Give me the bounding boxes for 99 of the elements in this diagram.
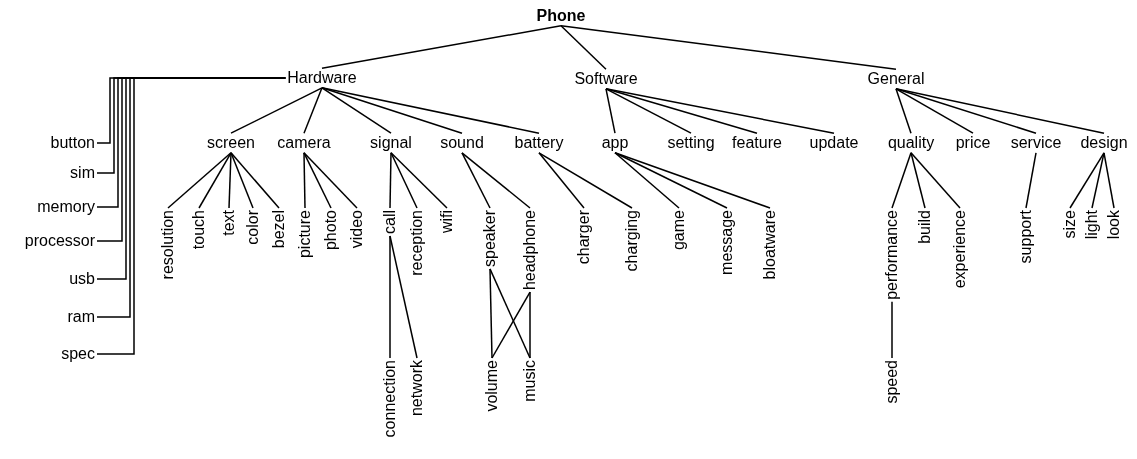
node-label: photo [321, 208, 341, 253]
connector-line [321, 87, 540, 134]
connector-line [614, 152, 680, 209]
node-label: design [1078, 133, 1130, 153]
node-label: speed [882, 358, 902, 406]
connector-line [303, 152, 332, 209]
node-label: wifi [437, 208, 457, 236]
connector-line [1091, 152, 1105, 209]
node-label: camera [275, 133, 333, 153]
node-label: feature [730, 133, 784, 153]
node-label: color [243, 208, 263, 247]
connector-line [614, 152, 728, 209]
node-label: update [807, 133, 861, 153]
connector-line [614, 152, 771, 209]
connector-line [389, 152, 392, 209]
node-label: text [219, 208, 239, 238]
node-label: General [865, 69, 927, 89]
node-label: volume [482, 358, 502, 414]
node-label: bloatware [760, 208, 780, 282]
node-label: Hardware [285, 68, 359, 88]
connector-line [891, 152, 912, 209]
connector-line [390, 152, 418, 209]
node-label: experience [950, 208, 970, 291]
node-label: sim [68, 163, 97, 183]
node-label: size [1060, 208, 1080, 241]
node-label: price [953, 133, 993, 153]
node-label: reception [407, 208, 427, 278]
connector-line [895, 88, 912, 134]
node-label: game [669, 208, 689, 253]
node-label: screen [205, 133, 257, 153]
node-label: usb [67, 269, 97, 289]
connector-line [895, 88, 974, 134]
connector-line [891, 301, 893, 359]
node-label: headphone [520, 208, 540, 293]
node-label: ram [65, 307, 97, 327]
node-label: spec [59, 344, 97, 364]
connector-line [167, 152, 232, 209]
connector-line [303, 152, 306, 209]
node-label: music [520, 358, 540, 404]
connector-line [910, 152, 926, 209]
node-label: performance [882, 208, 902, 302]
node-label: button [48, 133, 97, 153]
connector-line [560, 25, 607, 70]
connector-line [529, 291, 531, 359]
connector-line [489, 268, 531, 359]
node-label: touch [189, 208, 209, 252]
connector-line [198, 152, 232, 209]
node-label: picture [295, 208, 315, 261]
node-label: processor [22, 231, 97, 251]
connector-line [1069, 152, 1105, 209]
connector-line [461, 152, 491, 209]
node-label: Software [572, 69, 640, 89]
connector-line [389, 235, 391, 359]
node-label: setting [665, 133, 717, 153]
connector-line [230, 152, 280, 209]
node-label: video [347, 208, 367, 251]
connector-line [538, 152, 633, 209]
node-label: light [1082, 208, 1102, 242]
node-label: resolution [158, 208, 178, 282]
connector-line [1103, 152, 1115, 209]
node-label: charging [622, 208, 642, 274]
connector-line [1025, 152, 1037, 209]
connector-line [303, 152, 358, 209]
connector-line [910, 152, 961, 209]
node-label: Phone [534, 6, 588, 26]
node-label: look [1104, 208, 1124, 242]
connector-line [538, 152, 585, 209]
connector-line [895, 88, 1105, 134]
connector-line [321, 25, 562, 69]
node-label: connection [380, 358, 400, 440]
connector-line [605, 88, 835, 134]
node-label: quality [885, 133, 937, 153]
connector-line [390, 152, 448, 209]
node-label: call [380, 208, 400, 236]
connector-line [461, 152, 531, 209]
node-label: battery [512, 133, 566, 153]
connector-line [230, 152, 254, 209]
node-label: speaker [480, 208, 500, 269]
node-label: network [407, 358, 427, 419]
node-label: sound [438, 133, 486, 153]
connector-line [321, 87, 392, 134]
node-label: bezel [269, 208, 289, 251]
connector-line [389, 235, 418, 359]
connector-line [228, 152, 232, 209]
connector-line [560, 25, 897, 70]
node-label: memory [35, 197, 97, 217]
connector-line [489, 268, 493, 359]
connector-line [303, 87, 323, 134]
node-label: app [599, 133, 631, 153]
node-label: charger [574, 208, 594, 267]
connector-line [605, 88, 692, 134]
node-label: support [1016, 208, 1036, 266]
connector-line [491, 291, 531, 359]
connector-line [605, 88, 616, 134]
connector-line [230, 87, 323, 134]
node-label: build [915, 208, 935, 246]
node-label: service [1008, 133, 1064, 153]
node-label: message [717, 208, 737, 277]
node-label: signal [368, 133, 414, 153]
